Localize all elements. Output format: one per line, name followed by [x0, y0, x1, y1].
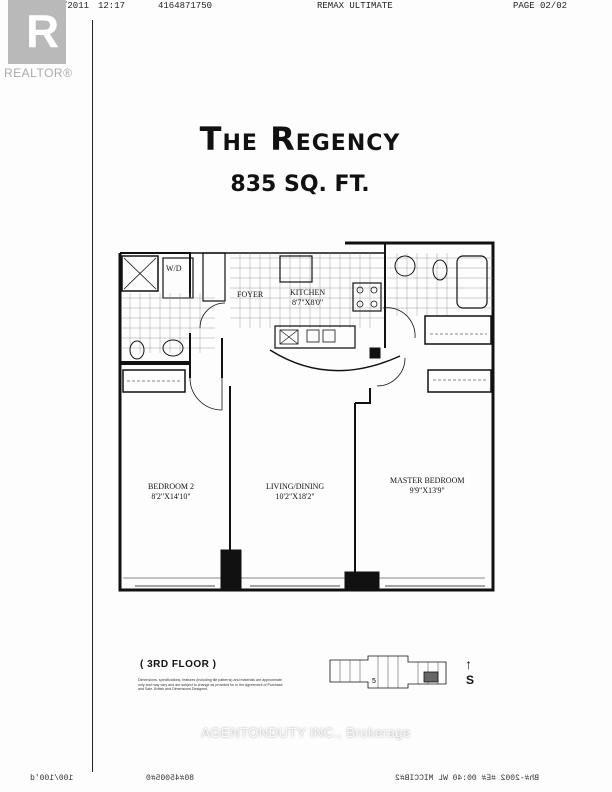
fax-page: PAGE 02/02: [513, 1, 568, 11]
door-swing-master-bath: [382, 307, 416, 339]
master-closet-top: [424, 315, 492, 345]
floor-label: ( 3RD FLOOR ): [140, 659, 217, 670]
bedroom2-name: BEDROOM 2: [148, 482, 195, 491]
closet: [202, 252, 226, 302]
door-swing-laundry: [199, 302, 226, 329]
footer-right: Bh#-2002 #E# 00:40 WL MICCIB#2: [395, 774, 540, 783]
master-name: MASTER BEDROOM: [390, 476, 465, 485]
toilet-left: [129, 340, 145, 360]
logo-text: REALTOR®: [4, 66, 73, 80]
logo-letter: R: [26, 5, 60, 57]
label-wd: W/D: [166, 264, 182, 273]
fax-sender: REMAX ULTIMATE: [317, 1, 393, 11]
fax-footer: 100/100'd 80#45005#0 Bh#-2002 #E# 00:40 …: [0, 774, 612, 790]
page-border-line: [92, 20, 93, 772]
footer-mid: 80#45005#0: [146, 774, 195, 783]
master-size: 9'9"X13'9": [409, 486, 445, 495]
master-toilet: [432, 259, 448, 281]
fridge: [279, 255, 313, 283]
dishwasher: [279, 329, 299, 345]
door-swing-bedroom2: [189, 377, 223, 411]
key-plan: 5: [329, 655, 447, 689]
master-sink: [394, 255, 416, 277]
outer-wall: [118, 241, 495, 592]
label-foyer: FOYER: [237, 290, 264, 299]
bath-tile-grid: [122, 293, 215, 353]
floorplan-area: 835 SQ. FT.: [230, 172, 370, 197]
kitchen-counter: [274, 325, 356, 349]
disclaimer: Dimensions, specifications, features (in…: [138, 678, 283, 692]
fax-time: 12:17: [98, 1, 126, 11]
keyplan-unit: 5: [372, 678, 376, 685]
sink-bowl-2: [322, 329, 336, 343]
kitchen-size: 8'7"X8'0": [291, 298, 324, 307]
label-living: LIVING/DINING 10'2"X18'2": [266, 482, 324, 502]
kitchen-name: KITCHEN: [290, 288, 326, 297]
column: [369, 347, 381, 359]
kitchen-tile-grid: [230, 253, 385, 328]
stove: [352, 282, 382, 312]
fax-phone: 4164871750: [158, 1, 213, 11]
label-bedroom2: BEDROOM 2 8'2"X14'10": [148, 482, 194, 502]
bathtub: [456, 255, 488, 309]
floorplan-title: The Regency: [199, 120, 401, 158]
fax-header: 05/31/2011 12:17 4164871750 REMAX ULTIMA…: [0, 0, 612, 14]
footer-left: 100/100'd: [30, 774, 74, 783]
door-swing-foyer: [376, 357, 406, 387]
bedroom2-size: 8'2"X14'10": [151, 492, 191, 501]
column-left: [220, 549, 242, 591]
logo-box: R: [8, 0, 66, 64]
watermark: AGENTONDUTY INC., Brokerage: [201, 725, 411, 740]
bedroom2-closet: [122, 369, 186, 393]
sink-left: [162, 339, 184, 357]
label-kitchen: KITCHEN 8'7"X8'0": [290, 288, 325, 308]
shower-drain: [123, 257, 157, 290]
floorplan-drawing: [118, 241, 495, 592]
living-name: LIVING/DINING: [266, 482, 325, 491]
master-closet-bottom: [427, 369, 492, 393]
sink-bowl-1: [306, 329, 320, 343]
compass-arrow-icon: ↑: [465, 656, 472, 672]
compass-s: S: [466, 673, 475, 687]
realtor-logo: R REALTOR®: [4, 0, 74, 86]
label-master: MASTER BEDROOM 9'9"X13'9": [390, 476, 464, 496]
master-bath-tile-grid: [387, 253, 493, 316]
shower-stall: [121, 255, 159, 292]
curved-wall: [269, 349, 401, 372]
column-right: [344, 571, 380, 591]
living-size: 10'2"X18'2": [275, 492, 315, 501]
